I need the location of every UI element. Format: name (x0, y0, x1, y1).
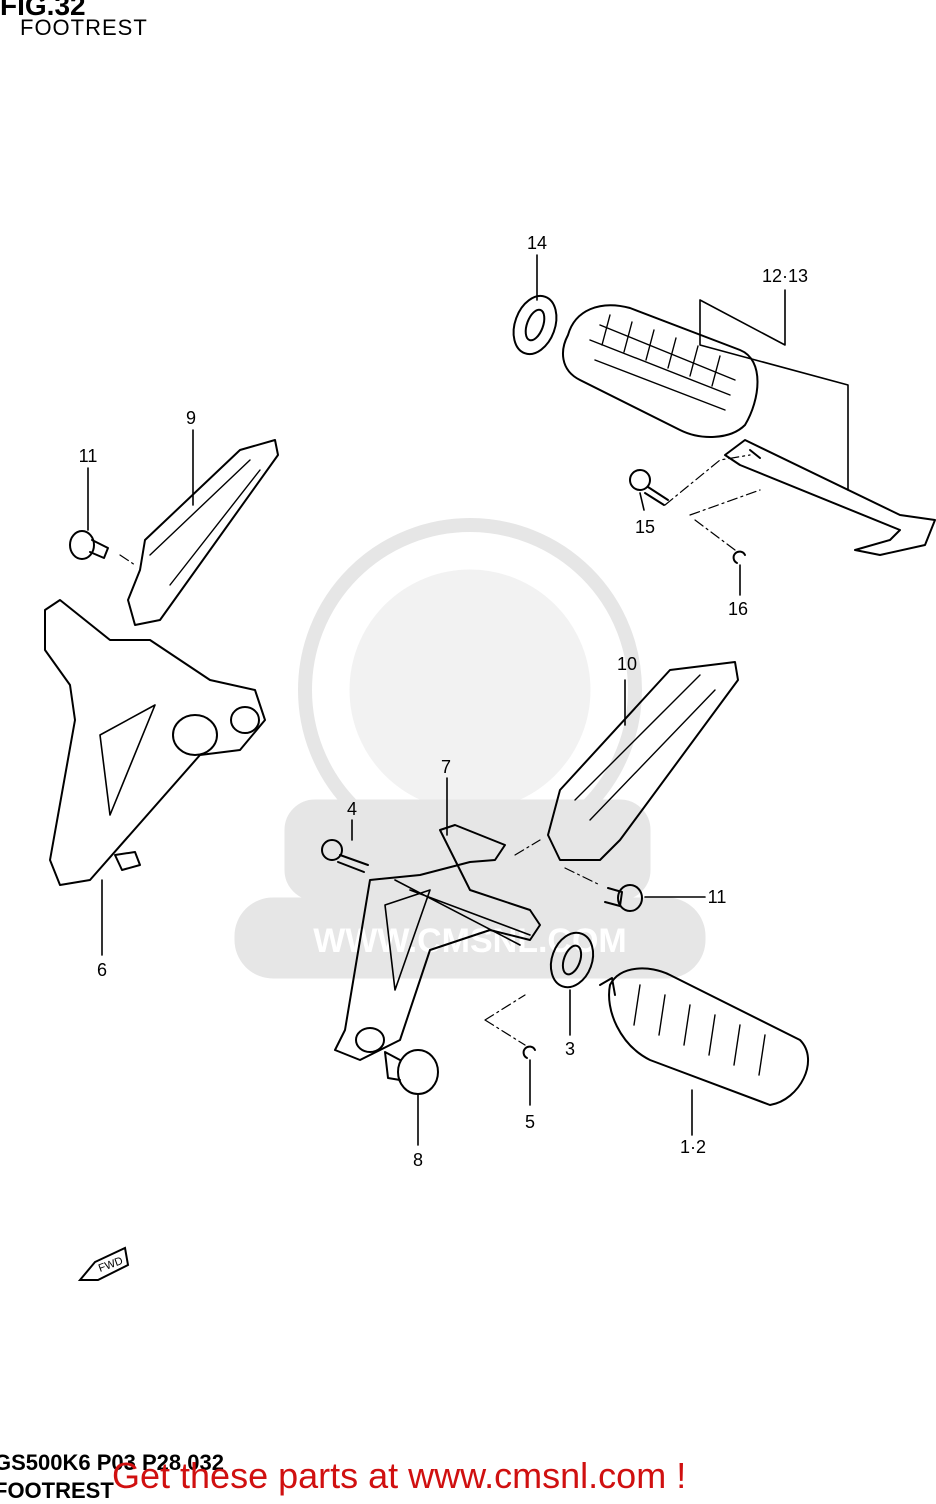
callout-7: 7 (441, 757, 451, 777)
callout-labels: 14 12·13 9 11 15 16 10 7 4 11 6 3 5 1·2 … (79, 233, 808, 1170)
callout-12-13: 12·13 (762, 266, 808, 286)
washer-14 (512, 294, 558, 356)
callout-10: 10 (617, 654, 637, 674)
callout-11-lower: 11 (708, 887, 727, 907)
callout-9: 9 (186, 408, 196, 428)
footrest-bracket-left (44, 599, 266, 886)
callout-8: 8 (413, 1150, 423, 1170)
washer-3 (549, 931, 595, 989)
footpeg-bracket-rear (724, 439, 936, 556)
callout-1-2: 1·2 (680, 1137, 706, 1157)
bolt-11-left (69, 530, 109, 560)
bolt-11-right (604, 884, 643, 912)
footpeg-rubber-front (599, 967, 810, 1106)
callout-6: 6 (97, 960, 107, 980)
callout-4: 4 (347, 799, 357, 819)
bolt-8 (384, 1049, 439, 1095)
callout-16: 16 (728, 599, 748, 619)
callout-11-upper: 11 (79, 446, 98, 466)
footpeg-rubber-rear (562, 304, 759, 438)
footrest-bracket-right (334, 824, 541, 1061)
watermark: WWW.CMSNL.COM (234, 518, 706, 979)
fwd-arrow-icon: FWD (77, 1246, 130, 1281)
figure-number: FIG.32 (0, 0, 86, 21)
diagram-code: GS500K6 P03 P28 032 (0, 1450, 224, 1475)
clip-5 (522, 1045, 536, 1059)
watermark-text: WWW.CMSNL.COM (313, 922, 627, 960)
callout-3: 3 (565, 1039, 575, 1059)
callout-14: 14 (527, 233, 547, 253)
callout-15: 15 (635, 517, 655, 537)
leader-lines (87, 254, 849, 1146)
callout-5: 5 (525, 1112, 535, 1132)
figure-subtitle: FOOTREST (20, 15, 148, 40)
assembly-lines (119, 454, 761, 1046)
clip-16 (732, 550, 746, 564)
cta-link[interactable]: Get these parts at www.cmsnl.com ! (112, 1455, 687, 1496)
heel-guard-10 (547, 661, 739, 861)
pin-4 (321, 839, 369, 873)
diagram-footer-title: FOOTREST (0, 1478, 114, 1503)
pin-15 (629, 469, 669, 506)
heel-guard-9 (127, 439, 279, 626)
